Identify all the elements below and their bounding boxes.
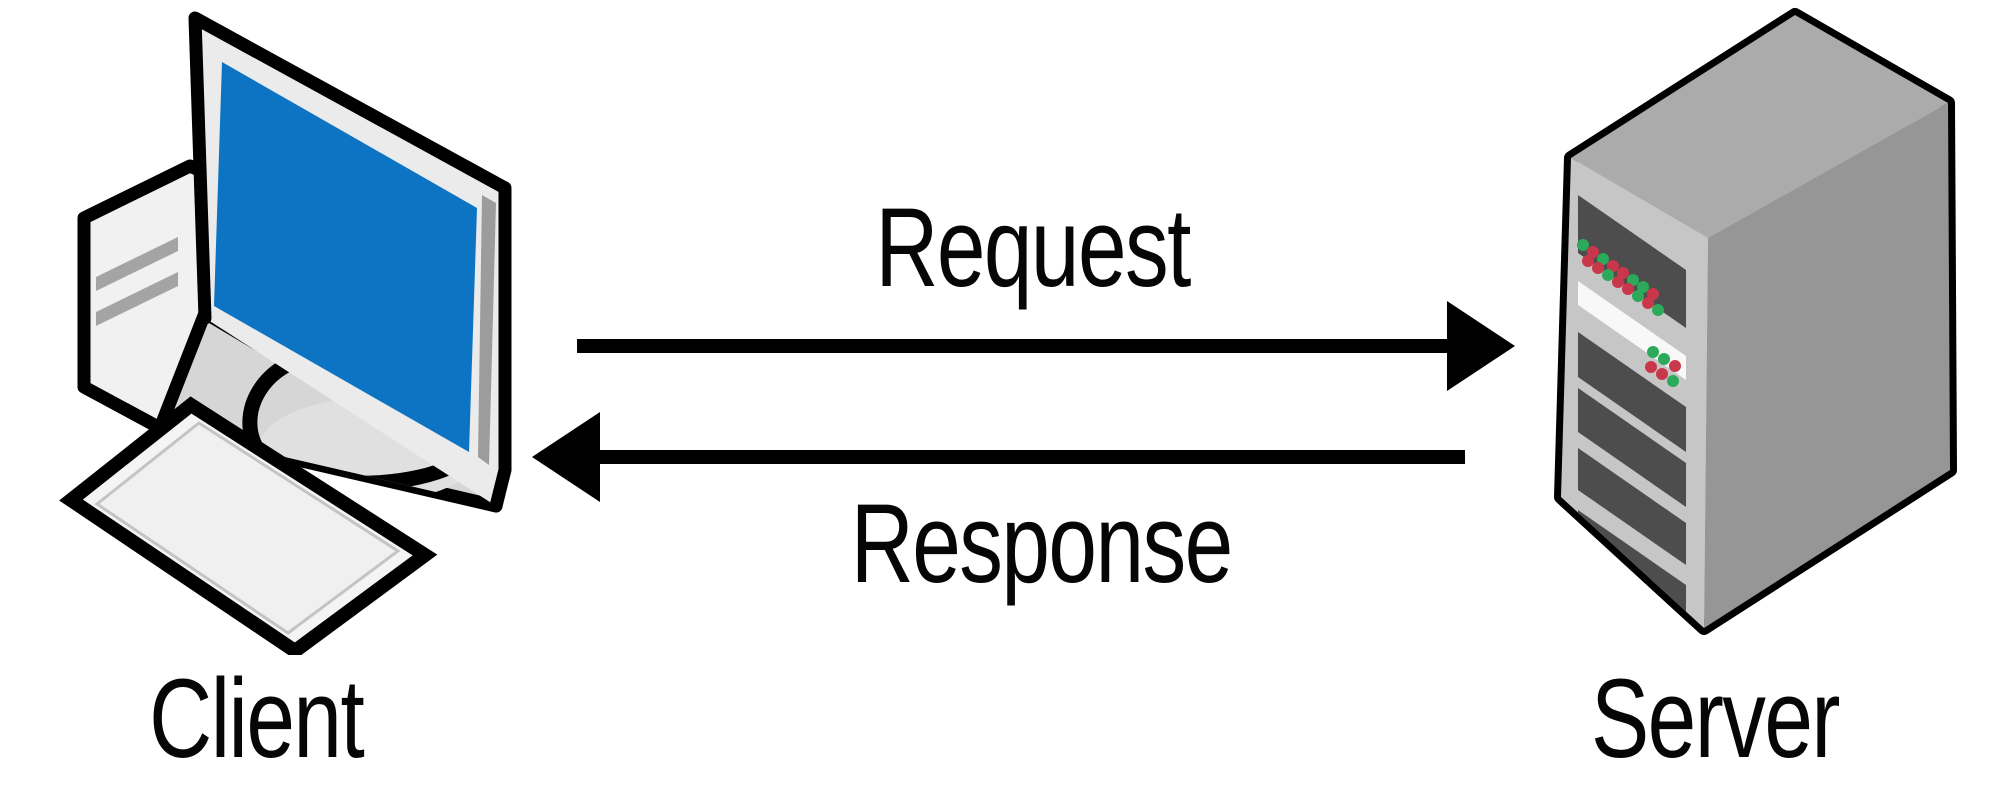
monitor-icon — [188, 11, 512, 513]
keyboard-icon — [59, 396, 438, 655]
monitor-screen — [214, 62, 477, 452]
response-arrow-icon — [532, 412, 1465, 502]
server-white-slot — [1578, 281, 1686, 380]
server-tower-icon — [1554, 8, 1957, 635]
server-side-face — [1704, 103, 1950, 628]
server-top-face — [1571, 15, 1948, 238]
desktop-computer-icon — [59, 11, 512, 655]
request-arrow-icon — [577, 301, 1515, 391]
server-led-lights — [1577, 239, 1681, 387]
